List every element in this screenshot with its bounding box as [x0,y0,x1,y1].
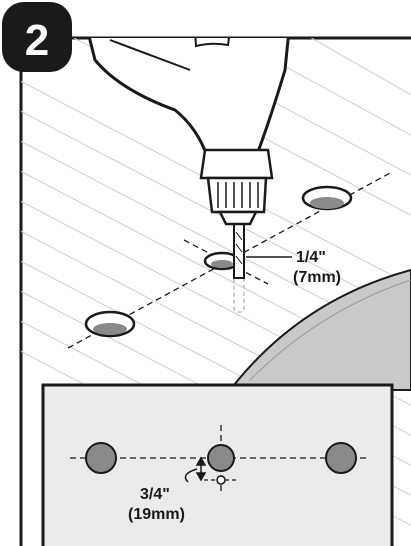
inset-hole-right [325,442,357,474]
offset-metric-label: (19mm) [128,506,185,523]
table-edge-highlight [249,279,411,381]
inset-hole-center [207,444,235,472]
inset-pilot-point [216,475,226,485]
step-badge: 2 [2,2,72,72]
offset-size-label: 3/4" [140,486,170,503]
offset-leader-line [184,468,198,483]
step-number: 2 [25,16,49,65]
cross-line [183,239,269,285]
drill-bit-size-label: 1/4" [296,249,326,266]
inset-hole-left [85,442,117,474]
drill-bit [233,221,245,279]
offset-dimension-arrow [195,456,207,482]
drill [87,38,290,226]
hole-left [84,310,136,338]
hole-right [301,185,353,211]
drill-bit-metric-label: (7mm) [293,269,341,286]
drill-bit-flutes [235,231,243,265]
